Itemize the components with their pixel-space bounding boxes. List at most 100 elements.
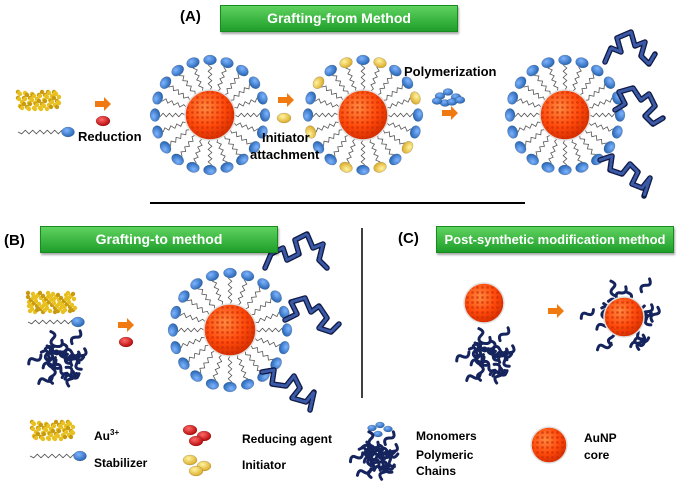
stabilizer-head [270, 290, 282, 303]
polymer-strand [39, 349, 57, 361]
stabilizer-head [305, 91, 317, 105]
monomer [373, 430, 383, 438]
panel-c-title: Post-synthetic modification method [436, 226, 674, 253]
stabilizer-chain [523, 85, 546, 101]
polymer-strand [60, 371, 79, 380]
stabilizer-head [389, 64, 402, 77]
legend-stabilizer-label: Stabilizer [94, 456, 148, 470]
nanoparticle-initiator-a [302, 54, 424, 176]
initiator-attachment-label-2: attachment [250, 147, 320, 162]
polymer-strand [366, 460, 376, 479]
polymer-strand [579, 308, 595, 320]
polymer-strand [455, 350, 471, 363]
polymer-strand [632, 336, 651, 344]
stabilizer-head [256, 91, 268, 105]
polymer-strand [609, 279, 617, 298]
stabilizer-chain [333, 134, 349, 157]
stabilizer-head [507, 91, 519, 105]
stabilizer-head [240, 378, 255, 390]
stabilizer-head [186, 161, 200, 173]
initiator-head [312, 76, 325, 89]
stabilizer-head [412, 108, 424, 122]
stabilizer-head [61, 126, 75, 138]
polymer-strand [614, 285, 628, 301]
stabilizer-chain [370, 66, 380, 92]
polymer-chain-b1 [262, 231, 330, 271]
stabilizer-chain [188, 344, 210, 363]
polymer-strand [490, 345, 509, 355]
polymer-strand [497, 326, 511, 343]
stabilizer-head [312, 141, 325, 154]
stabilizer-head [149, 108, 161, 122]
panel-a-title: Grafting-from Method [220, 5, 458, 32]
stabilizer-chain [193, 138, 203, 164]
polymer-strand [498, 352, 511, 368]
aunp-core [337, 89, 389, 141]
legend-au-salt [29, 419, 76, 442]
monomer [431, 97, 443, 105]
stabilizer-head [190, 278, 203, 290]
polymerization-label: Polymerization [404, 64, 497, 79]
polymer-strand [478, 335, 492, 351]
stabilizer-head [302, 108, 314, 122]
polymer-strand [70, 355, 83, 371]
polymer-strand [62, 348, 81, 358]
au-salt-a [15, 89, 62, 112]
stabilizer-chain [230, 84, 250, 101]
stabilizer-head [73, 450, 87, 462]
stabilizer-chain [227, 355, 233, 383]
stabilizer-head [205, 270, 220, 282]
polymer-strand [41, 358, 58, 370]
stabilizer-chain [572, 66, 582, 92]
stabilizer-head [507, 125, 519, 139]
polymer-strand [69, 329, 83, 346]
panel-a-letter: (A) [180, 8, 201, 25]
polymer-tangle-c [455, 326, 516, 385]
polymer-chain-a3 [597, 153, 653, 199]
legend-reducing-agent [182, 424, 212, 447]
stabilizer-chain [548, 138, 558, 164]
stabilizer-head [603, 141, 616, 154]
polymer-strand [639, 277, 652, 294]
polymer-strand [50, 338, 64, 354]
stabilizer-chain [547, 67, 559, 92]
stabilizer-head [186, 57, 200, 69]
stabilizer-head [591, 64, 604, 77]
stabilizer-chain [588, 122, 614, 132]
stabilizer-chain [387, 112, 414, 118]
stabilizer-head [558, 164, 572, 176]
stabilizer-ligand-a [17, 126, 75, 138]
aunp-core [539, 89, 591, 141]
stabilizer-head [558, 54, 572, 66]
stabilizer-head [611, 125, 623, 139]
polymer-strand [483, 347, 501, 359]
stabilizer-chain [177, 327, 205, 333]
stabilizer-chain [517, 121, 542, 133]
nanoparticle-grafted-b [167, 267, 293, 393]
polymer-strand [49, 330, 57, 348]
polymer-strand [640, 311, 653, 327]
stabilizer-head [223, 381, 237, 393]
stabilizer-head [278, 340, 290, 355]
reduction-label: Reduction [78, 129, 142, 144]
arrow-polymerization [442, 106, 458, 120]
stabilizer-head [170, 340, 182, 355]
stabilizer-head [356, 54, 370, 66]
stabilizer-head [236, 153, 249, 166]
stabilizer-chain [534, 75, 551, 95]
stabilizer-head [256, 125, 268, 139]
stabilizer-head [71, 316, 85, 328]
stabilizer-head [223, 267, 237, 279]
polymer-chain-a2 [612, 85, 666, 127]
stabilizer-head [526, 64, 539, 77]
stabilizer-chain [186, 299, 210, 315]
legend-polymeric-label-1: Polymeric [416, 448, 474, 462]
stabilizer-chain [233, 122, 259, 132]
stabilizer-head [167, 323, 179, 337]
stabilizer-chain [514, 112, 541, 118]
stabilizer-chain [562, 64, 568, 91]
polymer-strand [348, 451, 365, 464]
polymer-chain-a1 [602, 29, 658, 67]
panel-b-title: Grafting-to method [40, 226, 278, 253]
stabilizer-chain [360, 139, 366, 166]
